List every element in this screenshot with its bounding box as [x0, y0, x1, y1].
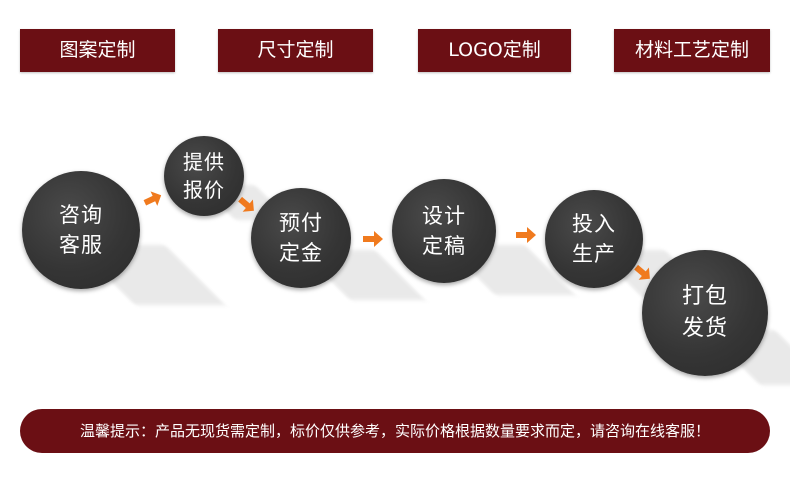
- arrow-right-icon: [143, 191, 162, 206]
- step-ship: 打包 发货: [642, 250, 768, 376]
- tag-material-custom: 材料工艺定制: [614, 29, 770, 72]
- step-consult: 咨询 客服: [22, 171, 140, 289]
- step-label: 咨询: [59, 203, 103, 227]
- arrow-right-icon: [516, 227, 536, 243]
- step-label: 预付: [279, 211, 323, 235]
- step-design: 设计 定稿: [392, 179, 496, 283]
- step-label: 客服: [59, 233, 103, 257]
- step-label: 提供: [183, 150, 225, 174]
- step-label: 发货: [681, 316, 728, 341]
- step-label: 报价: [183, 178, 225, 202]
- step-label: 设计: [422, 204, 466, 228]
- step-quote: 提供 报价: [164, 136, 244, 216]
- arrow-right-icon: [363, 231, 383, 247]
- arrow-down-right-icon: [238, 196, 254, 212]
- tag-logo-custom: LOGO定制: [418, 29, 571, 72]
- tag-size-custom: 尺寸定制: [218, 29, 373, 72]
- step-production: 投入 生产: [545, 190, 643, 288]
- step-label: 生产: [572, 242, 616, 266]
- arrow-down-right-icon: [634, 264, 650, 280]
- step-label: 定金: [279, 241, 323, 265]
- step-label: 定稿: [422, 234, 466, 258]
- step-label: 投入: [572, 212, 616, 236]
- notice-banner: 温馨提示：产品无现货需定制，标价仅供参考，实际价格根据数量要求而定，请咨询在线客…: [20, 409, 770, 453]
- step-label: 打包: [681, 284, 728, 309]
- tag-pattern-custom: 图案定制: [20, 29, 175, 72]
- step-deposit: 预付 定金: [251, 188, 351, 288]
